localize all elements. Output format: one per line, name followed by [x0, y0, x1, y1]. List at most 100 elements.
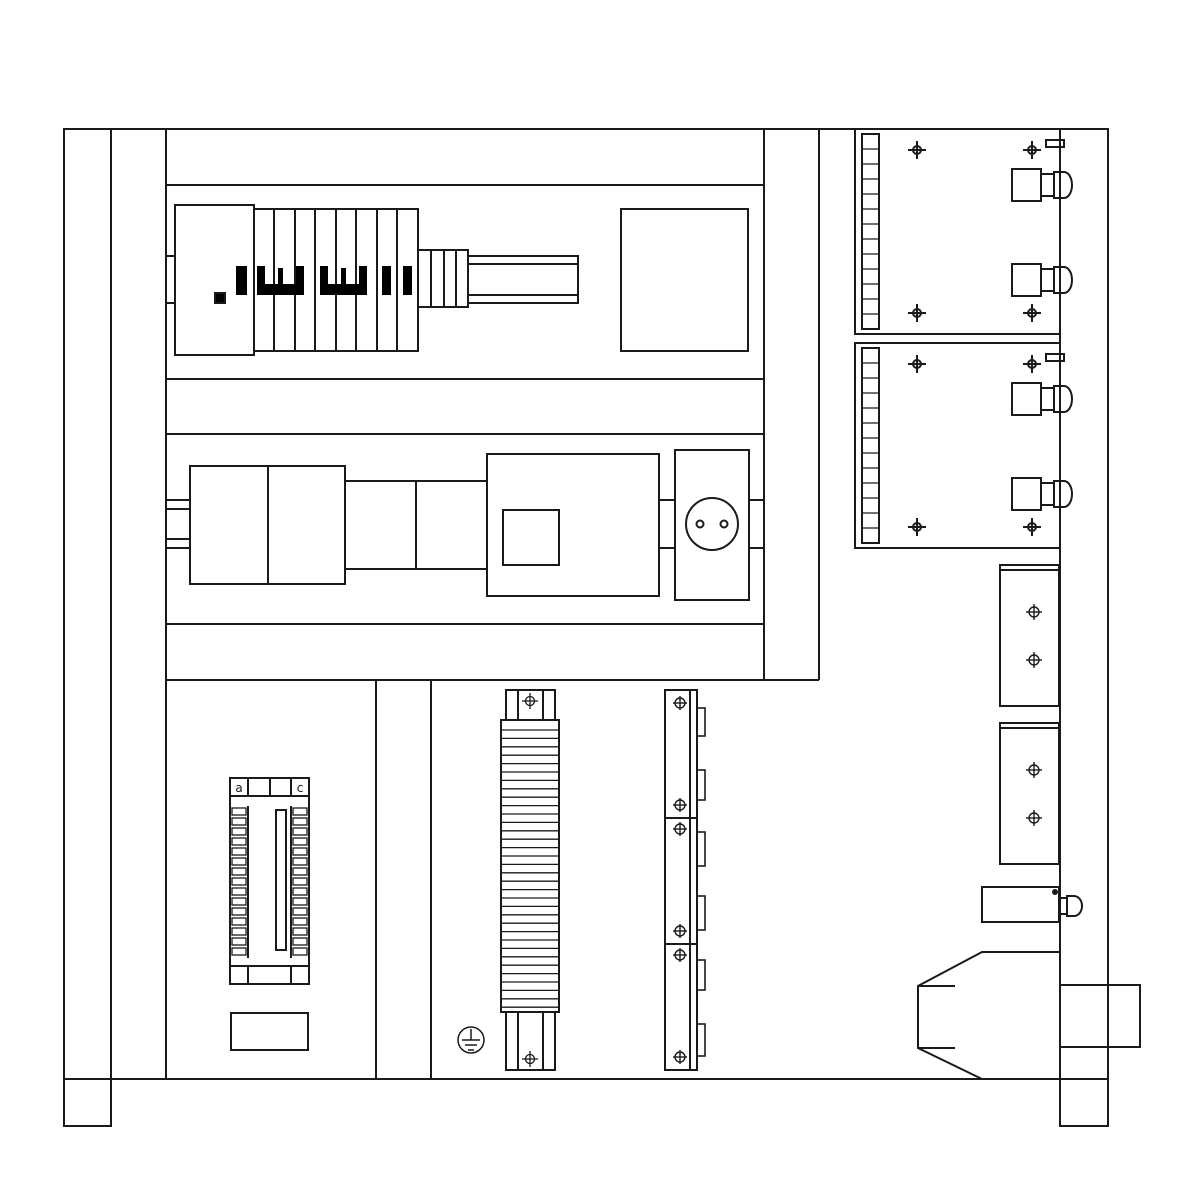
sensor-unit [981, 886, 1083, 923]
pcb-connector-cap [1053, 385, 1073, 413]
pcb-module [854, 342, 1073, 549]
pcb-module [854, 128, 1073, 335]
pcb-connector-cap [1053, 171, 1073, 199]
foot-left [63, 1078, 112, 1127]
screw-terminal-marker [1026, 604, 1042, 620]
fan-housing [1059, 984, 1141, 1048]
terminal-box-1 [999, 564, 1060, 707]
fuse-tab [696, 1023, 706, 1057]
cabinet-outline [63, 128, 1109, 1080]
socket-outlet [674, 449, 750, 601]
socket-face [685, 497, 739, 551]
connector-pin [292, 867, 308, 876]
connector-pin [231, 907, 247, 916]
middle-din-rail-row [166, 449, 764, 601]
screw-terminal-marker [1026, 762, 1042, 778]
switch-indicator [214, 292, 226, 304]
pcb-connector [1011, 263, 1042, 297]
label-plate [230, 1012, 309, 1051]
screw-terminal-marker [673, 1050, 687, 1064]
connector-pin [292, 937, 308, 946]
connector-pin [292, 857, 308, 866]
pcb-connector [1011, 477, 1042, 511]
connector-pins-left [231, 807, 247, 956]
foot-right [1059, 1078, 1109, 1127]
connector-pin [231, 917, 247, 926]
connector-pin [231, 817, 247, 826]
din-rail-section [467, 255, 579, 304]
connector-pin [292, 907, 308, 916]
screw-terminal-marker [1023, 141, 1041, 159]
fuse-tab [696, 707, 706, 737]
connector-pin [231, 927, 247, 936]
pcb-connector [1011, 168, 1042, 202]
connector-pin [231, 837, 247, 846]
screw-terminal-marker [1023, 518, 1041, 536]
connector-pin [231, 877, 247, 886]
pcb-board [854, 128, 1061, 335]
screw-terminal-marker [908, 141, 926, 159]
screw-terminal-marker [1026, 652, 1042, 668]
connector-pin [292, 827, 308, 836]
fuse-tabs [696, 707, 706, 1057]
connector-pin [292, 927, 308, 936]
connector-pin [231, 867, 247, 876]
screw-terminal-marker [673, 822, 687, 836]
terminal-strip [500, 689, 560, 1071]
cabinet-frame [63, 128, 1109, 1127]
screw-terminal-marker [908, 355, 926, 373]
pcb-connector-cap [1053, 266, 1073, 294]
pcb-header [1045, 353, 1065, 362]
connector-module: a c [229, 777, 310, 985]
screw-terminal-marker [673, 798, 687, 812]
connector-pin [292, 817, 308, 826]
lower-section: a c [229, 680, 706, 1079]
fuse-tab [696, 831, 706, 867]
connector-pin [292, 947, 308, 956]
connector-pin [231, 947, 247, 956]
fuse-tab [696, 895, 706, 931]
fan-unit [917, 951, 1141, 1080]
pcb-connector-neck [1040, 173, 1055, 197]
ground-symbol [457, 1026, 485, 1054]
screw-terminal-marker [908, 518, 926, 536]
screw-terminal-marker [1023, 355, 1041, 373]
connector-pin [231, 847, 247, 856]
connector-pins-right [292, 807, 308, 956]
connector-pin [292, 917, 308, 926]
breaker-dividers [273, 209, 398, 351]
screw-terminal-marker [673, 924, 687, 938]
fuse-screws [673, 696, 687, 1064]
screw-terminal-marker [1023, 304, 1041, 322]
screw-terminal-marker [908, 304, 926, 322]
controller-display [502, 509, 560, 566]
connector-pin [231, 937, 247, 946]
connector-pin [292, 847, 308, 856]
terminal-box-2 [999, 722, 1060, 865]
upper-mounting-plate [166, 129, 820, 681]
connector-pin [231, 897, 247, 906]
connector-label-a: a [235, 781, 242, 795]
terminal-strip-ribs [501, 729, 559, 1008]
connector-pin [292, 887, 308, 896]
connector-pin [292, 897, 308, 906]
breaker-toggles [236, 266, 412, 295]
connector-pin [292, 877, 308, 886]
terminal-box-screws [1026, 604, 1042, 826]
screw-terminal-marker [673, 948, 687, 962]
pcb-connector-neck [1040, 387, 1055, 411]
pcb-modules [854, 128, 1073, 549]
pcb-header [1045, 139, 1065, 148]
fuse-tab [696, 959, 706, 991]
fuse-terminal-blocks [664, 689, 706, 1071]
screw-terminal-marker [1026, 810, 1042, 826]
screw-terminal-marker [673, 696, 687, 710]
connector-pin [292, 837, 308, 846]
screw-terminal-marker [522, 693, 538, 1067]
pcb-terminal-block [861, 133, 880, 330]
connector-pin [292, 807, 308, 816]
connector-pin [231, 807, 247, 816]
pcb-connector-neck [1040, 268, 1055, 292]
